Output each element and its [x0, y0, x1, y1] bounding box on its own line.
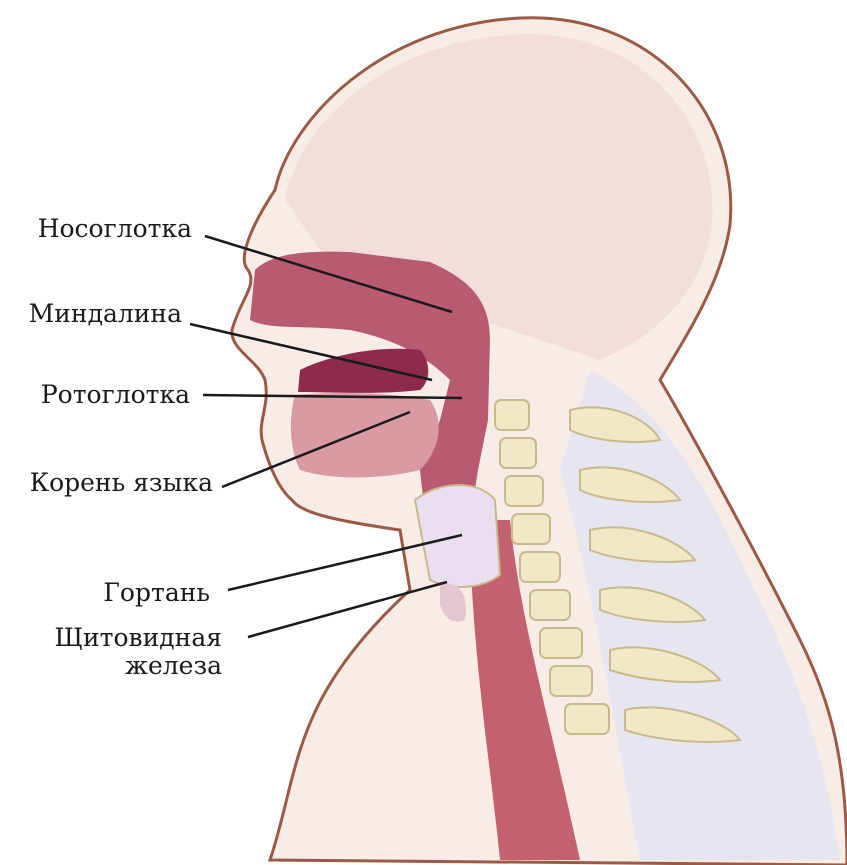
tongue	[291, 393, 439, 477]
label-oropharynx: Ротоглотка	[41, 381, 190, 409]
label-thyroid-line2: железа	[54, 652, 222, 680]
label-thyroid-line1: Щитовидная	[54, 624, 222, 652]
label-thyroid: Щитовидная железа	[54, 624, 222, 680]
label-larynx: Гортань	[103, 579, 210, 607]
label-tongue-root: Корень языка	[30, 469, 213, 497]
label-tonsil: Миндалина	[29, 300, 182, 328]
label-nasopharynx: Носоглотка	[38, 215, 192, 243]
